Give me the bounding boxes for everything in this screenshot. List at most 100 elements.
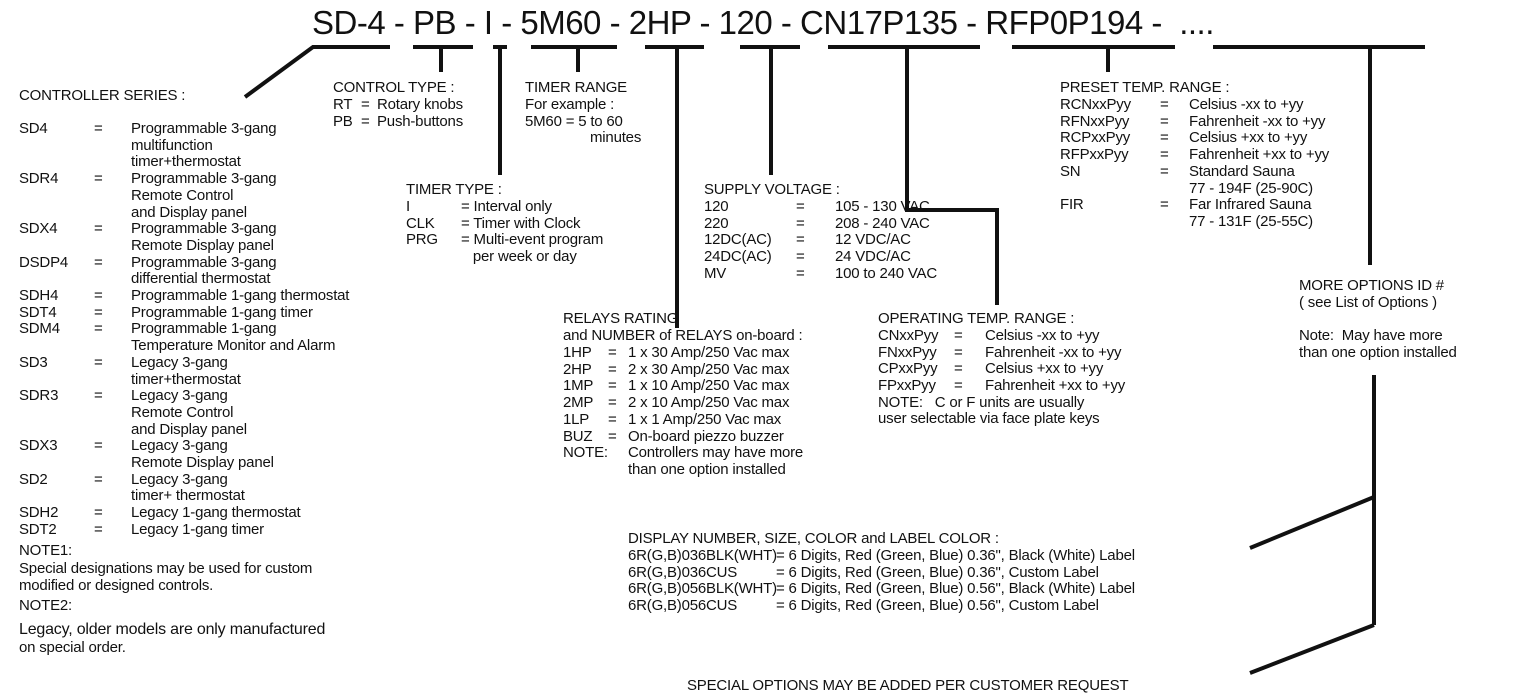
list-item: 6R(G,B)036CUS= 6 Digits, Red (Green, Blu… xyxy=(628,563,1135,582)
item-code: FNxxPyy xyxy=(878,343,937,361)
item-code xyxy=(19,271,94,288)
operating-temp-note: user selectable via face plate keys xyxy=(878,410,1100,427)
item-description: Legacy 3-gang xyxy=(131,387,228,405)
item-code: BUZ xyxy=(563,427,593,445)
operating-temp-title: OPERATING TEMP. RANGE : xyxy=(878,310,1075,327)
item-code xyxy=(19,455,94,472)
item-description: 100 to 240 VAC xyxy=(835,264,937,282)
list-item: 12DC(AC)=12 VDC/AC xyxy=(704,232,937,249)
item-code xyxy=(19,488,94,505)
item-equals xyxy=(94,338,131,355)
item-equals: = xyxy=(1160,146,1169,164)
item-code: PRG xyxy=(406,231,438,249)
item-equals: = xyxy=(1160,129,1169,147)
item-description: Legacy 1-gang timer xyxy=(131,520,264,538)
item-description: Celsius +xx to +yy xyxy=(1189,129,1308,147)
list-item: SD3=Legacy 3-gang xyxy=(19,353,349,372)
item-description: timer+thermostat xyxy=(131,153,241,171)
item-description: Programmable 3-gang xyxy=(131,120,277,137)
item-description: Standard Sauna xyxy=(1189,162,1295,180)
list-item: Remote Control xyxy=(19,186,349,205)
item-equals: = xyxy=(796,231,805,249)
list-item: FIR=Far Infrared Sauna xyxy=(1060,197,1329,214)
item-equals: = xyxy=(608,377,617,395)
list-item: FNxxPyy=Fahrenheit -xx to +yy xyxy=(878,343,1125,362)
list-item: CPxxPyy=Celsius +xx to +yy xyxy=(878,361,1125,378)
more-options-line xyxy=(1299,311,1457,328)
item-equals xyxy=(1160,214,1189,231)
item-equals: = xyxy=(796,248,805,266)
item-code: 2HP xyxy=(563,360,592,378)
list-item: RCPxxPyy=Celsius +xx to +yy xyxy=(1060,130,1329,147)
item-code: SD3 xyxy=(19,353,48,371)
item-description: 12 VDC/AC xyxy=(835,231,911,249)
item-code: SDX3 xyxy=(19,437,58,455)
item-description: = 6 Digits, Red (Green, Blue) 0.36", Cus… xyxy=(776,563,1099,581)
item-equals: = xyxy=(1160,162,1169,180)
item-equals xyxy=(94,372,131,389)
item-description: timer+ thermostat xyxy=(131,487,245,505)
item-code: SDM4 xyxy=(19,320,60,338)
item-equals: = xyxy=(1160,96,1169,113)
list-item: 220=208 - 240 VAC xyxy=(704,214,937,233)
item-code xyxy=(19,405,94,422)
item-equals: = xyxy=(94,387,103,405)
item-equals: = xyxy=(796,214,805,232)
item-description: 2 x 30 Amp/250 Vac max xyxy=(628,360,790,378)
list-item: timer+ thermostat xyxy=(19,488,349,505)
item-description: 208 - 240 VAC xyxy=(835,214,930,232)
item-code xyxy=(19,238,94,255)
item-code: CNxxPyy xyxy=(878,327,939,344)
item-code xyxy=(19,188,94,205)
item-code: 2MP xyxy=(563,394,594,412)
item-equals xyxy=(608,462,628,479)
item-description: Legacy 3-gang xyxy=(131,353,228,371)
list-item: Remote Display panel xyxy=(19,237,349,255)
item-equals: = xyxy=(94,320,103,338)
item-equals: = xyxy=(954,360,963,378)
item-description: Legacy 3-gang xyxy=(131,470,228,488)
item-equals: = xyxy=(94,287,103,305)
display-title: DISPLAY NUMBER, SIZE, COLOR and LABEL CO… xyxy=(628,530,999,547)
item-description: Remote Control xyxy=(131,186,234,204)
more-options-text: MORE OPTIONS ID #( see List of Options )… xyxy=(1299,277,1457,362)
item-code: RT xyxy=(333,96,353,113)
item-code: SDH4 xyxy=(19,287,59,305)
item-description: Far Infrared Sauna xyxy=(1189,196,1312,214)
item-equals: = xyxy=(954,377,963,395)
list-item: SN=Standard Sauna xyxy=(1060,162,1329,181)
item-description: Celsius -xx to +yy xyxy=(985,327,1100,344)
note2-line: on special order. xyxy=(19,639,126,656)
item-description: multifunction xyxy=(131,136,213,154)
item-equals: = xyxy=(94,120,103,137)
item-code xyxy=(19,422,94,439)
list-item: SD2=Legacy 3-gang xyxy=(19,470,349,489)
item-description: 2 x 10 Amp/250 Vac max xyxy=(628,394,790,412)
list-item: RFNxxPyy=Fahrenheit -xx to +yy xyxy=(1060,113,1329,131)
list-item: 1LP=1 x 1 Amp/250 Vac max xyxy=(563,410,803,429)
item-code: 1LP xyxy=(563,410,590,428)
item-code xyxy=(1060,181,1160,198)
display-list: 6R(G,B)036BLK(WHT)= 6 Digits, Red (Green… xyxy=(628,547,1135,615)
item-code: SDR4 xyxy=(19,170,59,188)
item-description: Celsius -xx to +yy xyxy=(1189,96,1304,113)
item-equals: = xyxy=(796,264,805,282)
list-item: RFPxxPyy=Fahrenheit +xx to +yy xyxy=(1060,146,1329,164)
item-equals: = xyxy=(796,198,805,215)
operating-temp-note: NOTE: C or F units are usually xyxy=(878,394,1085,411)
item-equals xyxy=(94,455,131,472)
item-code: SDH2 xyxy=(19,504,59,522)
timer-range-line: 5M60 = 5 to 60 xyxy=(525,113,623,130)
list-item: FPxxPyy=Fahrenheit +xx to +yy xyxy=(878,377,1125,395)
item-code: RCNxxPyy xyxy=(1060,96,1131,113)
item-code: 120 xyxy=(704,198,729,215)
list-item: RT=Rotary knobs xyxy=(333,96,463,114)
list-item: SDH2=Legacy 1-gang thermostat xyxy=(19,504,349,522)
item-code: SDR3 xyxy=(19,387,59,405)
item-description: 77 - 131F (25-55C) xyxy=(1189,212,1313,230)
item-description: 1 x 30 Amp/250 Vac max xyxy=(628,344,790,361)
list-item: 2MP=2 x 10 Amp/250 Vac max xyxy=(563,394,803,412)
